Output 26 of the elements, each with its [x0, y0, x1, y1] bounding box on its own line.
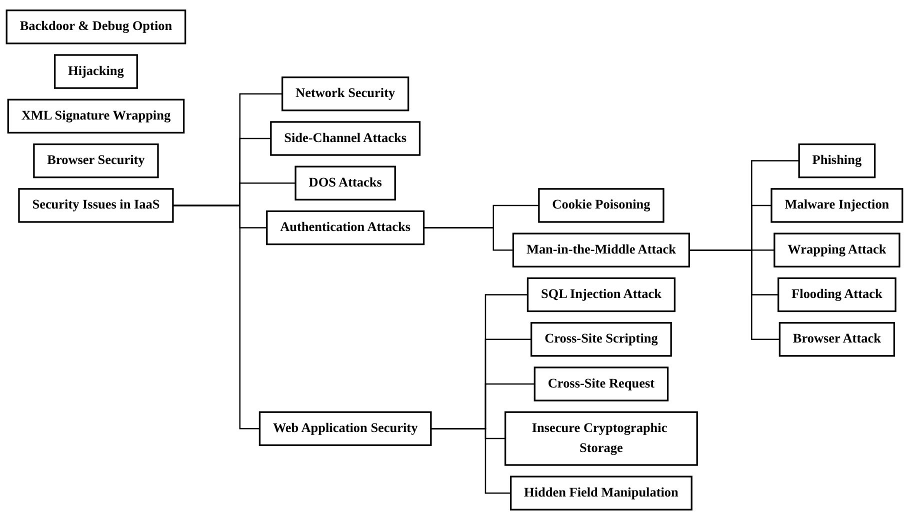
node-box: Authentication Attacks [266, 210, 425, 246]
connector [430, 428, 511, 494]
node-box: Network Security [282, 76, 410, 112]
node-box: Malware Injection [770, 188, 904, 223]
node-box: XML Signature Wrapping [7, 98, 185, 134]
node-box: Hijacking [54, 54, 138, 89]
node-box: Hidden Field Manipulation [510, 476, 692, 510]
node-box: SQL Injection Attack [526, 277, 676, 312]
node-box: Cross-Site Scripting [530, 322, 672, 357]
node-box: Web Application Security [258, 411, 432, 446]
connector [424, 227, 514, 251]
node-box: Insecure Cryptographic Storage [504, 411, 698, 466]
node-box: Browser Attack [778, 322, 896, 357]
node-box: Wrapping Attack [774, 232, 900, 268]
node-box: Cookie Poisoning [538, 188, 664, 223]
node-box: Browser Security [33, 143, 159, 178]
node-box: Flooding Attack [778, 277, 896, 312]
node-box: Cross-Site Request [534, 366, 669, 402]
node-box: DOS Attacks [294, 166, 396, 200]
connector [172, 204, 260, 430]
node-box: Man-in-the-Middle Attack [512, 232, 690, 268]
node-box: Security Issues in IaaS [18, 188, 174, 223]
connector [689, 249, 780, 340]
node-box: Backdoor & Debug Option [6, 10, 186, 44]
node-box: Phishing [798, 143, 876, 178]
node-box: Side-Channel Attacks [270, 121, 421, 156]
